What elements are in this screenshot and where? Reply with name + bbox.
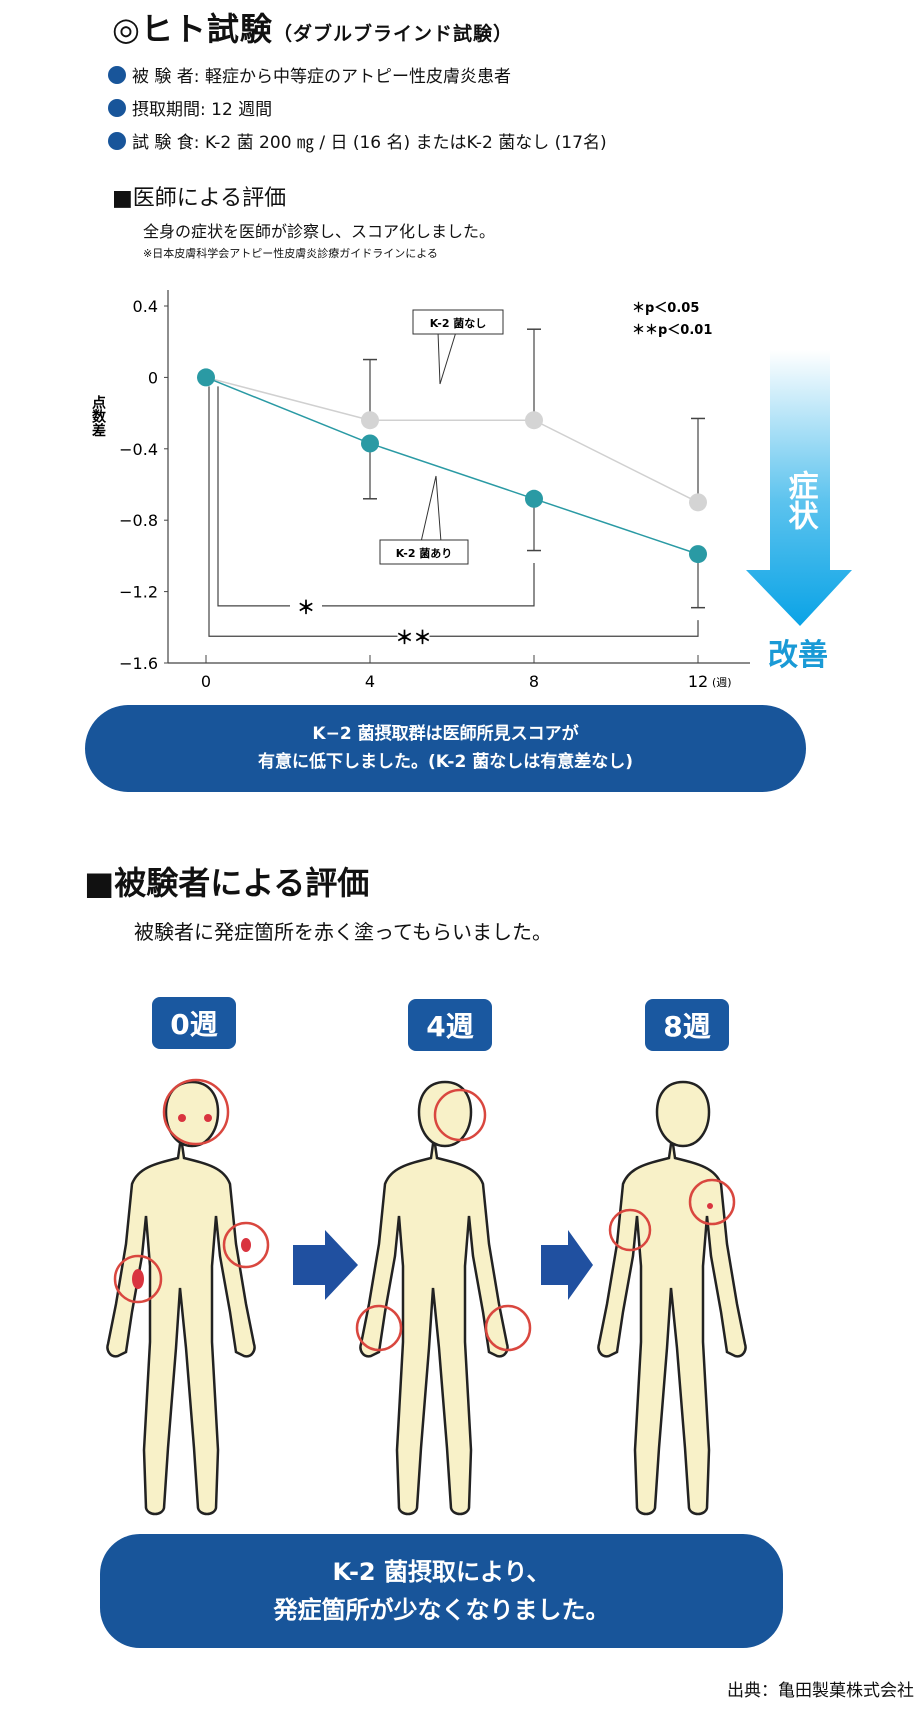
- bullet-dot-icon: [108, 98, 126, 117]
- data-point: [689, 545, 707, 564]
- title-main: ◎ヒト試験: [112, 10, 273, 48]
- bullet-food: 試 験 食: K-2 菌 200 ㎎ / 日 (16 名) またはK-2 菌なし…: [108, 128, 607, 153]
- body-illustrations: [106, 1078, 747, 1516]
- significance-bracket: [208, 386, 699, 637]
- summary-line: 発症箇所が少なくなりました。: [273, 1596, 610, 1624]
- subject-heading: ■被験者による評価: [84, 864, 370, 902]
- doctor-summary-banner: K−2 菌摂取群は医師所見スコアが 有意に低下しました。(K-2 菌なしは有意差…: [85, 705, 806, 792]
- week-badge-4: 4週: [408, 999, 492, 1051]
- lesion-circle: [222, 1221, 270, 1269]
- bullet-period: 摂取期間: 12 週間: [108, 95, 272, 120]
- x-tick-label: 4: [365, 672, 375, 691]
- lesion-circle: [484, 1304, 532, 1352]
- series-label: K-2 菌あり: [396, 546, 453, 560]
- y-tick-label: −0.4: [119, 440, 158, 459]
- lesion-circle: [162, 1078, 230, 1146]
- significance-note: ＊p＜0.05: [632, 301, 699, 316]
- body-week4: [359, 1080, 509, 1516]
- bullet-text: 被 験 者: 軽症から中等症のアトピー性皮膚炎患者: [132, 67, 511, 87]
- bullet-text: 試 験 食: K-2 菌 200 ㎎ / 日 (16 名) またはK-2 菌なし…: [132, 133, 607, 153]
- bullet-dot-icon: [108, 65, 126, 84]
- page-title: ◎ヒト試験（ダブルブラインド試験）: [112, 4, 513, 50]
- bullet-text: 摂取期間: 12 週間: [132, 100, 273, 120]
- doctor-heading: ■医師による評価: [112, 186, 287, 211]
- improvement-arrow: [746, 350, 852, 626]
- summary-line: K−2 菌摂取群は医師所見スコアが: [312, 724, 579, 745]
- data-point: [361, 411, 379, 430]
- lesion-circle: [688, 1178, 736, 1226]
- x-tick-label: 0: [201, 672, 211, 691]
- source-credit: 出典：亀田製菓株式会社: [727, 1681, 914, 1701]
- bullet-subjects: 被 験 者: 軽症から中等症のアトピー性皮膚炎患者: [108, 62, 511, 87]
- doctor-description: 全身の症状を医師が診察し、スコア化しました。: [143, 222, 496, 241]
- bracket-label-bg: [290, 597, 322, 614]
- doctor-note: ※日本皮膚科学会アトピー性皮膚炎診療ガイドラインによる: [143, 247, 438, 260]
- subject-summary-banner: K-2 菌摂取により、 発症箇所が少なくなりました。: [100, 1534, 783, 1648]
- y-tick-label: −0.8: [119, 511, 158, 530]
- data-point: [361, 434, 379, 453]
- y-tick-label: −1.2: [119, 583, 158, 602]
- title-note: （ダブルブラインド試験）: [272, 23, 513, 45]
- series-label: K-2 菌なし: [430, 316, 487, 330]
- x-tick-label: 8: [529, 672, 539, 691]
- lesion-circle: [608, 1208, 652, 1252]
- subject-description: 被験者に発症箇所を赤く塗ってもらいました。: [134, 920, 552, 944]
- significance-label: ＊: [297, 598, 315, 619]
- series-line: [205, 376, 699, 504]
- data-point: [689, 493, 707, 512]
- data-point: [525, 411, 543, 430]
- bracket-label-bg: [397, 628, 430, 645]
- y-tick-label: −1.6: [119, 654, 158, 673]
- data-point: [525, 489, 543, 508]
- bullet-dot-icon: [108, 131, 126, 150]
- week-badge-8: 8週: [645, 999, 729, 1051]
- callout-pointer: [437, 331, 457, 385]
- lesion-circle: [355, 1304, 403, 1352]
- y-tick-label: 0.4: [133, 297, 158, 316]
- significance-bracket: [217, 386, 535, 607]
- callout-box: [412, 309, 504, 335]
- series-line: [205, 376, 699, 555]
- callout-box: [379, 539, 469, 565]
- x-unit-label: (週): [712, 676, 732, 689]
- arrow-label-symptom: 症状: [783, 470, 819, 530]
- data-point: [197, 368, 215, 387]
- body-week8: [597, 1080, 747, 1516]
- significance-label: ＊＊: [396, 628, 432, 649]
- summary-line: K-2 菌摂取により、: [332, 1557, 551, 1586]
- lesion-circle: [433, 1088, 487, 1142]
- summary-line: 有意に低下しました。(K-2 菌なしは有意差なし): [257, 751, 634, 772]
- callout-pointer: [420, 475, 442, 543]
- y-axis-label: 点数差: [90, 394, 106, 437]
- y-tick-label: 0: [148, 368, 158, 387]
- x-tick-label: 12: [688, 672, 708, 691]
- lesion-circle: [113, 1254, 163, 1304]
- progress-arrow-icon: [293, 1230, 358, 1300]
- body-week0: [106, 1080, 256, 1516]
- arrow-label-improve: 改善: [768, 638, 828, 673]
- progress-arrow-icon: [541, 1230, 593, 1300]
- week-badge-0: 0週: [152, 997, 236, 1049]
- significance-note: ＊＊p＜0.01: [632, 323, 712, 338]
